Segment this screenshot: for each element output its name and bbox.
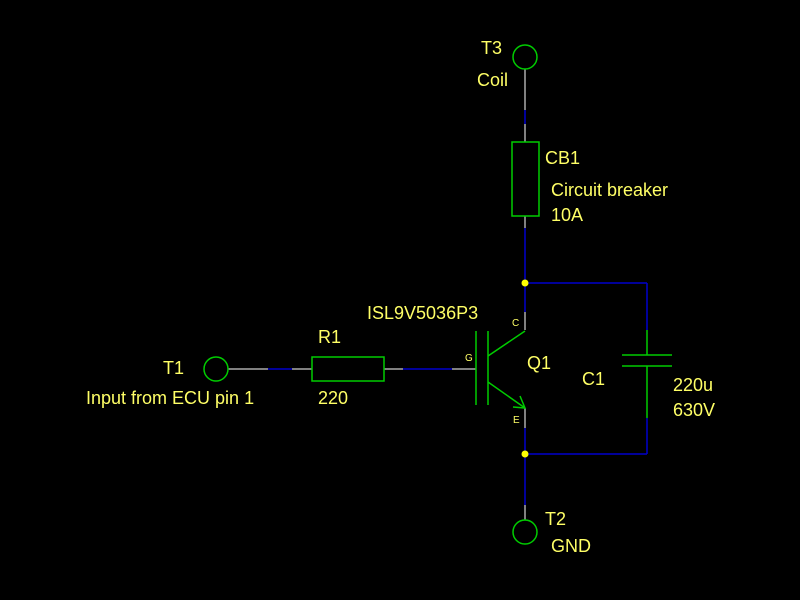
q1-pin-c-label: C <box>512 318 519 329</box>
q1-ref-label: Q1 <box>527 353 551 373</box>
q1-collector-diagonal <box>487 330 526 357</box>
q1-igbt-icon[interactable] <box>475 330 527 409</box>
junctions <box>521 279 529 458</box>
components <box>203 44 672 545</box>
q1-pin-g-label: G <box>465 353 473 364</box>
t2-terminal-icon[interactable] <box>512 519 538 545</box>
t3-terminal-icon[interactable] <box>512 44 538 70</box>
c1-value-label: 220u <box>673 375 713 395</box>
c1-ref-label: C1 <box>582 369 605 389</box>
t2-value-label: GND <box>551 536 591 556</box>
cb1-fuse-icon[interactable] <box>511 141 540 217</box>
t1-value-label: Input from ECU pin 1 <box>86 388 254 408</box>
c1-voltage-label: 630V <box>673 400 715 420</box>
r1-resistor-icon[interactable] <box>311 356 385 382</box>
r1-ref-label: R1 <box>318 327 341 347</box>
junction-dot-top <box>521 279 529 287</box>
q1-emitter-diagonal <box>487 381 526 409</box>
cb1-ref-label: CB1 <box>545 148 580 168</box>
t1-ref-label: T1 <box>163 358 184 378</box>
pin-leads <box>228 69 526 520</box>
t2-ref-label: T2 <box>545 509 566 529</box>
cb1-description-label: Circuit breaker <box>551 180 668 200</box>
c1-capacitor-icon[interactable] <box>622 330 672 418</box>
cb1-value-label: 10A <box>551 205 583 225</box>
r1-value-label: 220 <box>318 388 348 408</box>
t3-value-label: Coil <box>477 70 508 90</box>
q1-pin-e-label: E <box>513 415 520 426</box>
q1-emitter-arrow-icon <box>512 395 527 409</box>
t1-terminal-icon[interactable] <box>203 356 229 382</box>
q1-part-label: ISL9V5036P3 <box>367 303 478 323</box>
t3-ref-label: T3 <box>481 38 502 58</box>
junction-dot-bottom <box>521 450 529 458</box>
wires <box>268 110 648 505</box>
